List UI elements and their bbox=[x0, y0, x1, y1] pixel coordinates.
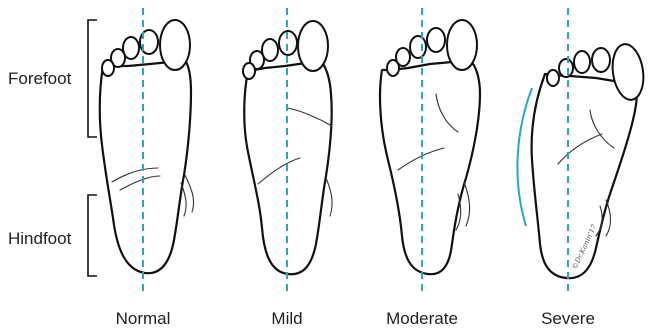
stage-label-mild: Mild bbox=[271, 309, 302, 328]
foot-normal-toe-5 bbox=[102, 60, 114, 76]
foot-severe-toe-4 bbox=[559, 59, 573, 77]
hindfoot-label: Hindfoot bbox=[8, 229, 72, 248]
hindfoot-bracket bbox=[88, 195, 97, 276]
forefoot-bracket bbox=[88, 20, 97, 137]
foot-moderate-sole bbox=[380, 60, 480, 274]
stage-label-normal: Normal bbox=[116, 309, 171, 328]
foot-moderate-arch bbox=[464, 182, 470, 226]
foot-severe-toe-3 bbox=[574, 51, 590, 73]
foot-normal bbox=[100, 20, 194, 273]
foot-moderate-toe-5 bbox=[387, 60, 399, 76]
stage-label-severe: Severe bbox=[541, 309, 595, 328]
foot-normal-big-toe bbox=[160, 20, 190, 70]
foot-severe-toe-5 bbox=[547, 70, 559, 86]
foot-moderate-toe-2 bbox=[427, 28, 445, 52]
forefoot-label: Forefoot bbox=[8, 69, 72, 88]
stage-label-moderate: Moderate bbox=[386, 309, 458, 328]
foot-moderate-toe-3 bbox=[410, 36, 426, 58]
foot-moderate bbox=[380, 20, 480, 274]
foot-mild-arch bbox=[326, 178, 332, 216]
severe-lateral-curve bbox=[517, 88, 532, 226]
foot-severe-toe-2 bbox=[592, 48, 610, 72]
foot-mild-toe-5 bbox=[243, 63, 255, 79]
foot-moderate-big-toe bbox=[447, 20, 477, 70]
foot-severe: ©Dr.Kanin'17 bbox=[517, 42, 646, 278]
foot-normal-sole bbox=[100, 60, 191, 273]
foot-mild-big-toe bbox=[298, 21, 328, 71]
